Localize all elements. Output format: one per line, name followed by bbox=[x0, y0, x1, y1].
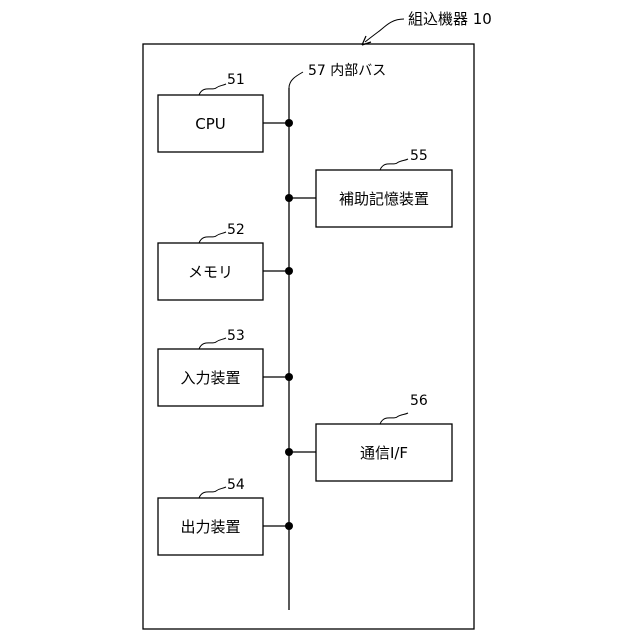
bus-label-leader bbox=[289, 72, 303, 88]
output-device-junction-dot bbox=[285, 522, 293, 530]
input-device-ref-leader bbox=[199, 338, 226, 349]
memory-ref: 52 bbox=[227, 222, 245, 238]
output-device-label: 出力装置 bbox=[180, 518, 240, 536]
cpu-ref-leader bbox=[199, 84, 226, 95]
comm-if-ref: 56 bbox=[410, 393, 428, 409]
memory-junction-dot bbox=[285, 267, 293, 275]
input-device-ref: 53 bbox=[227, 328, 245, 344]
aux-storage-label: 補助記憶装置 bbox=[339, 190, 429, 208]
comm-if-junction-dot bbox=[285, 448, 293, 456]
output-device-ref: 54 bbox=[227, 477, 245, 493]
input-device-junction-dot bbox=[285, 373, 293, 381]
comm-if-label: 通信I/F bbox=[360, 444, 408, 462]
title-leader bbox=[365, 19, 404, 42]
output-device-ref-leader bbox=[199, 487, 226, 498]
memory-ref-leader bbox=[199, 232, 226, 243]
input-device-label: 入力装置 bbox=[180, 369, 240, 387]
device-title: 組込機器 10 bbox=[408, 10, 492, 28]
aux-storage-junction-dot bbox=[285, 194, 293, 202]
cpu-ref: 51 bbox=[227, 72, 245, 88]
comm-if-ref-leader bbox=[380, 413, 408, 424]
cpu-label: CPU bbox=[195, 115, 226, 133]
aux-storage-ref: 55 bbox=[410, 148, 428, 164]
aux-storage-ref-leader bbox=[380, 159, 408, 170]
bus-label: 57 内部バス bbox=[308, 63, 386, 79]
memory-label: メモリ bbox=[188, 263, 233, 281]
cpu-junction-dot bbox=[285, 119, 293, 127]
